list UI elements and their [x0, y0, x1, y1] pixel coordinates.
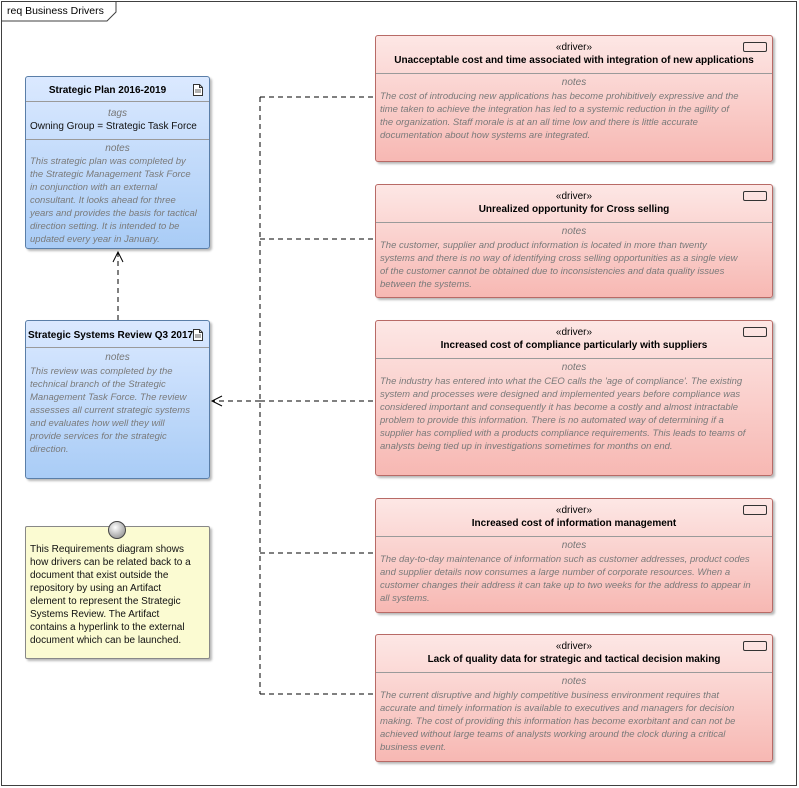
arrowhead-review [210, 395, 223, 407]
driver-1[interactable]: «driver» Unacceptable cost and time asso… [375, 35, 773, 162]
notes-label: notes [105, 352, 130, 363]
driver-4[interactable]: «driver» Increased cost of information m… [375, 498, 773, 613]
arrowhead-plan [112, 250, 124, 263]
requirement-icon [743, 327, 767, 337]
driver-title: Unacceptable cost and time associated wi… [394, 55, 754, 66]
separator [26, 101, 209, 102]
requirement-icon [743, 191, 767, 201]
driver-stereotype: «driver» [555, 42, 593, 53]
notes-label: notes [561, 676, 587, 687]
note-text: This Requirements diagram shows how driv… [30, 544, 191, 646]
artifact-strategic-plan[interactable]: Strategic Plan 2016-2019 tags Owning Gro… [25, 76, 210, 249]
artifact-notes: This strategic plan was completed by the… [30, 156, 197, 245]
notes-label: notes [105, 143, 130, 154]
requirement-icon [743, 42, 767, 52]
driver-title: Increased cost of information management [471, 518, 677, 529]
separator [376, 536, 772, 537]
driver-notes: The day-to-day maintenance of informatio… [380, 554, 751, 604]
driver-title: Unrealized opportunity for Cross selling [478, 204, 670, 215]
requirement-icon [743, 641, 767, 651]
frame-title: req Business Drivers [7, 5, 104, 17]
notes-label: notes [561, 77, 587, 88]
separator [376, 358, 772, 359]
note-link-circle [108, 521, 126, 539]
requirement-icon [743, 505, 767, 515]
requirements-note[interactable]: This Requirements diagram shows how driv… [25, 526, 210, 659]
tags-label: tags [108, 108, 127, 119]
driver-notes: The customer, supplier and product infor… [380, 240, 738, 290]
separator [26, 347, 209, 348]
driver-notes: The cost of introducing new applications… [380, 91, 739, 141]
driver-stereotype: «driver» [555, 191, 593, 202]
artifact-systems-review[interactable]: Strategic Systems Review Q3 2017 notes T… [25, 320, 210, 479]
separator [376, 73, 772, 74]
driver-stereotype: «driver» [555, 641, 593, 652]
document-icon [193, 329, 203, 341]
driver-3[interactable]: «driver» Increased cost of compliance pa… [375, 320, 773, 476]
separator [376, 672, 772, 673]
tag-owning-group: Owning Group = Strategic Task Force [30, 121, 197, 132]
notes-label: notes [561, 362, 587, 373]
artifact-title: Strategic Systems Review Q3 2017 [28, 330, 194, 341]
document-icon [193, 84, 203, 96]
driver-title: Lack of quality data for strategic and t… [427, 654, 721, 665]
driver-5[interactable]: «driver» Lack of quality data for strate… [375, 634, 773, 762]
driver-title: Increased cost of compliance particularl… [440, 340, 708, 351]
separator [26, 139, 209, 140]
driver-notes: The current disruptive and highly compet… [380, 690, 736, 753]
artifact-notes: This review was completed by the technic… [30, 366, 190, 455]
separator [376, 222, 772, 223]
notes-label: notes [561, 540, 587, 551]
driver-2[interactable]: «driver» Unrealized opportunity for Cros… [375, 184, 773, 298]
artifact-title: Strategic Plan 2016-2019 [48, 85, 167, 96]
driver-notes: The industry has entered into what the C… [380, 376, 746, 452]
notes-label: notes [561, 226, 587, 237]
frame-tab-outline [1, 1, 117, 22]
driver-stereotype: «driver» [555, 505, 593, 516]
driver-stereotype: «driver» [555, 327, 593, 338]
